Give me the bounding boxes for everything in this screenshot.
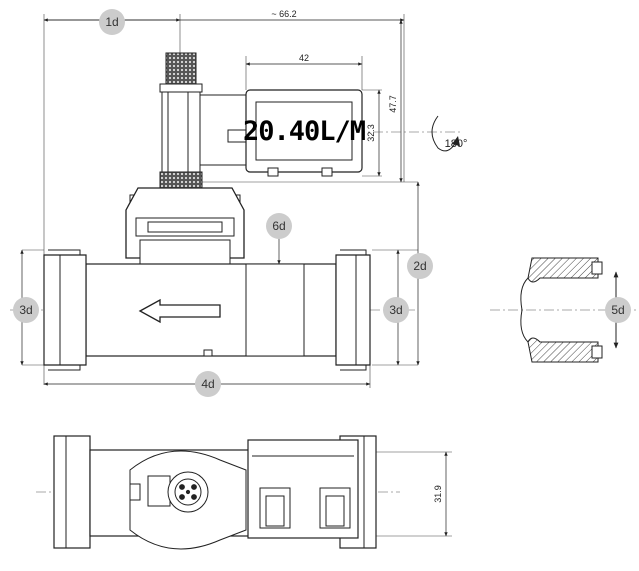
callout-3d-right-bubble <box>383 297 409 323</box>
rotation-arrow <box>431 115 460 152</box>
callout-bubbles: 1d 6d 2d 3d 3d 4d 5d <box>13 9 631 397</box>
dim-overall-width: ~ 66.2 <box>271 9 296 19</box>
connector <box>159 52 207 205</box>
display-reading: 20.40L/M <box>243 116 366 147</box>
dim-total-height: 47.7 <box>388 95 398 113</box>
callout-5d-label: 5d <box>611 303 624 317</box>
callout-6d-label: 6d <box>272 219 285 233</box>
callout-3d-right-label: 3d <box>389 303 402 317</box>
dim-display-height: 32.3 <box>366 124 376 142</box>
dim-display-width: 42 <box>299 53 309 63</box>
callout-3d-left-label: 3d <box>19 303 32 317</box>
bottom-view <box>36 435 452 550</box>
callout-2d-label: 2d <box>413 259 426 273</box>
clamp-block <box>125 187 245 277</box>
callout-1d-label: 1d <box>105 15 118 29</box>
rotation-label: 180° <box>445 138 468 150</box>
callout-5d-bubble <box>605 297 631 323</box>
callout-2d-bubble <box>407 253 433 279</box>
callout-1d-bubble <box>99 9 125 35</box>
front-view <box>10 14 636 388</box>
callout-4d-bubble <box>195 371 221 397</box>
callout-4d-label: 4d <box>201 377 214 391</box>
pipe-body <box>43 249 371 371</box>
dim-bottom-view-width: 31.9 <box>433 485 443 503</box>
display-head <box>199 89 363 177</box>
callout-3d-left-bubble <box>13 297 39 323</box>
detail-section <box>490 257 636 363</box>
callout-6d-bubble <box>266 213 292 239</box>
